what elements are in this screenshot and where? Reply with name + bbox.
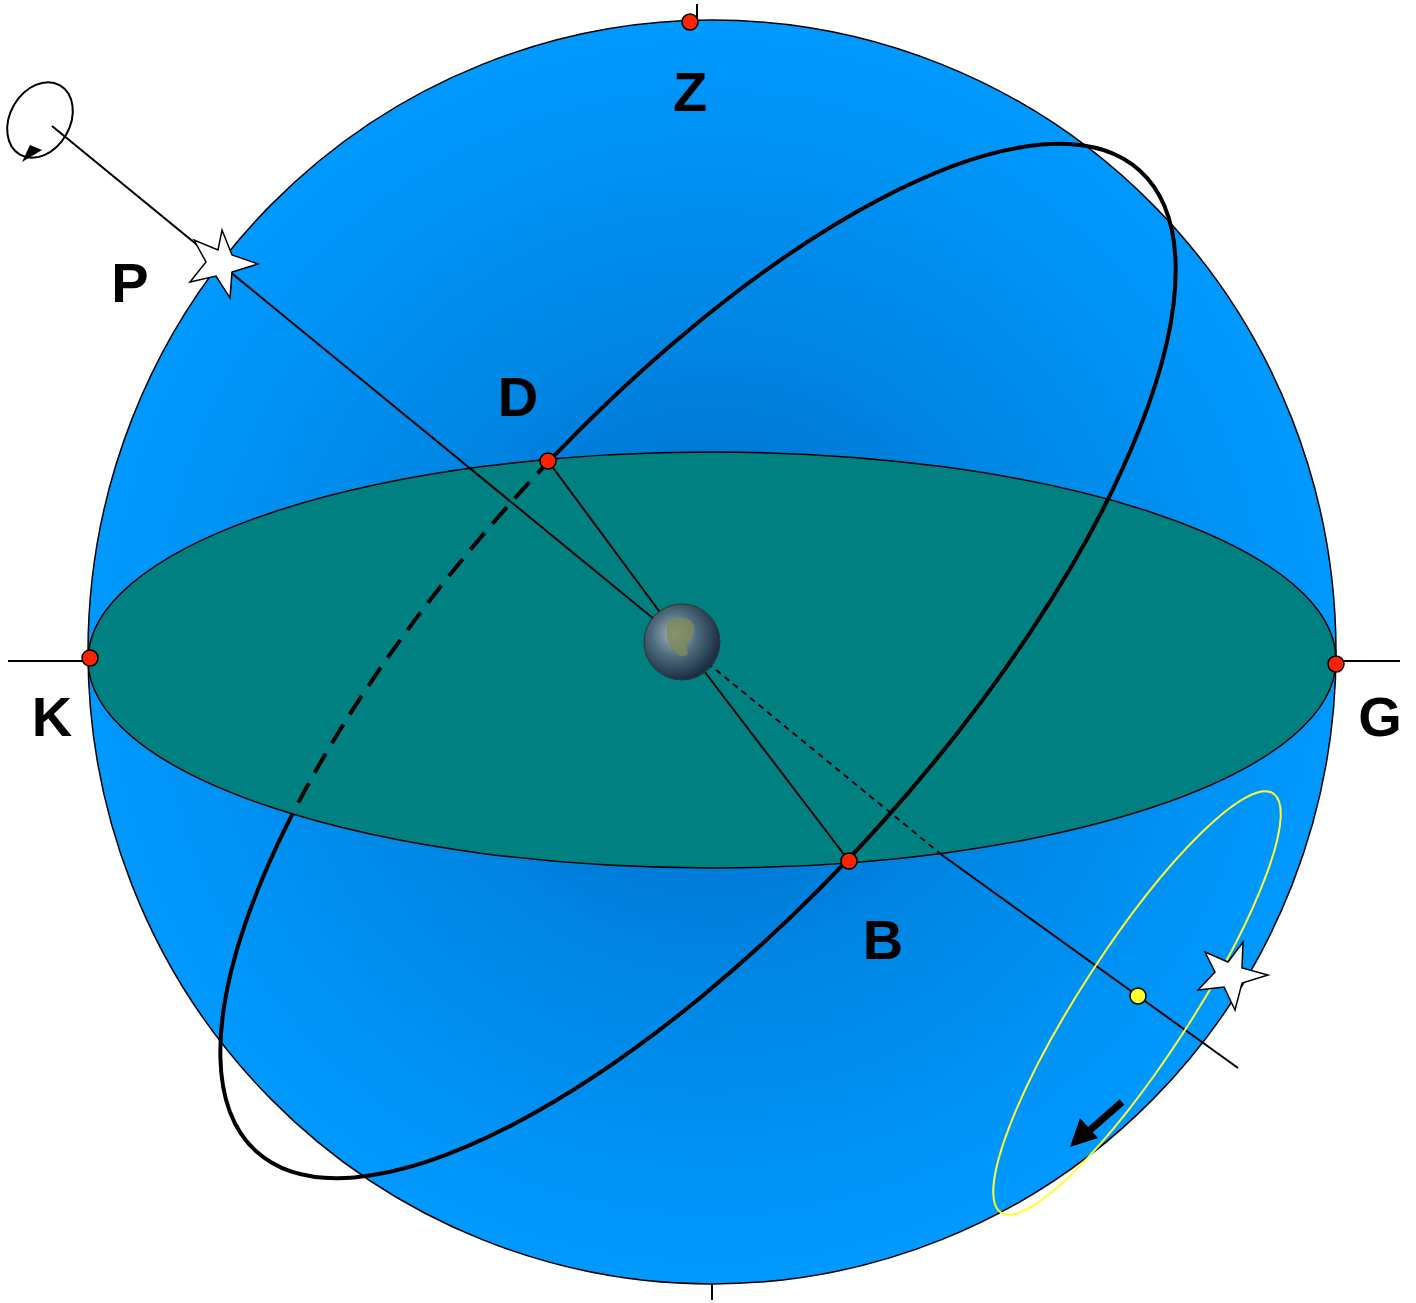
point-label: D	[498, 369, 538, 425]
point-label: Z	[673, 64, 707, 120]
point-label: P	[111, 255, 148, 311]
point-label: B	[863, 912, 903, 968]
point-label: G	[1358, 689, 1402, 745]
point-label: K	[32, 689, 72, 745]
